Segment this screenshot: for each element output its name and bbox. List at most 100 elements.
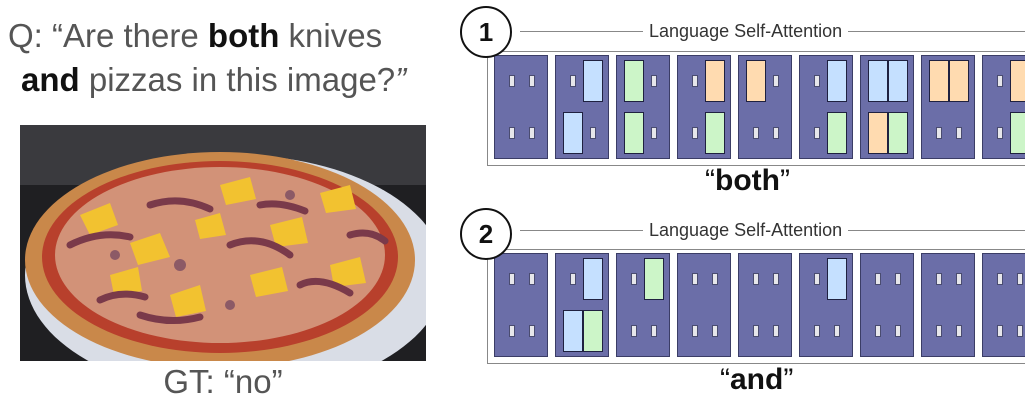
question-text: Q: “Are there both knives and pizzas in …: [8, 14, 448, 102]
token-marker: [590, 127, 596, 139]
pizza-illustration: [20, 125, 426, 361]
attention-head-2: [555, 55, 609, 159]
step-2-badge: 2: [460, 208, 512, 260]
attention-head-4: [677, 253, 731, 357]
attention-head-6: [799, 55, 853, 159]
token-marker: [956, 273, 962, 285]
attention-head-9: [982, 253, 1025, 357]
attention-green-block: [624, 112, 644, 154]
attention-green-block: [624, 60, 644, 102]
attention-orange-block: [949, 60, 969, 102]
attention-blue-block: [868, 60, 888, 102]
token-marker: [895, 325, 901, 337]
token-marker: [895, 273, 901, 285]
token-marker: [509, 325, 515, 337]
ground-truth-label: GT: “no”: [163, 363, 283, 400]
attention-orange-block: [1010, 60, 1025, 102]
attention-head-7: [860, 55, 914, 159]
attention-blue-block: [888, 60, 908, 102]
token-marker: [692, 127, 698, 139]
question-line-1: Q: “Are there both knives: [8, 17, 383, 54]
attention-green-block: [1010, 112, 1025, 154]
token-marker: [773, 75, 779, 87]
token-marker: [712, 273, 718, 285]
token-marker: [692, 75, 698, 87]
token-marker: [651, 127, 657, 139]
question-line-2: and pizzas in this image?”: [21, 61, 407, 98]
pizza-image: [20, 125, 426, 361]
token-marker: [529, 273, 535, 285]
token-marker: [834, 325, 840, 337]
attention-blue-block: [563, 112, 583, 154]
token-marker: [509, 75, 515, 87]
step-1-badge: 1: [460, 6, 512, 58]
attention-head-5: [738, 253, 792, 357]
attention-orange-block: [705, 60, 725, 102]
token-marker: [773, 273, 779, 285]
token-marker: [692, 273, 698, 285]
attention-head-4: [677, 55, 731, 159]
attention-blue-block: [583, 60, 603, 102]
token-marker: [1017, 325, 1023, 337]
attention-blue-block: [827, 258, 847, 300]
token-marker: [570, 75, 576, 87]
token-marker: [529, 75, 535, 87]
attention-blue-block: [563, 310, 583, 352]
attention-blue-block: [583, 258, 603, 300]
token-marker: [651, 325, 657, 337]
attention-head-1: [494, 253, 548, 357]
attention-head-7: [860, 253, 914, 357]
token-marker: [956, 325, 962, 337]
token-marker: [956, 127, 962, 139]
token-marker: [875, 273, 881, 285]
token-marker: [936, 325, 942, 337]
token-marker: [875, 325, 881, 337]
attention-head-8: [921, 253, 975, 357]
token-marker: [814, 273, 820, 285]
token-marker: [529, 127, 535, 139]
panel-2-title: Language Self-Attention: [643, 220, 849, 240]
attention-head-2: [555, 253, 609, 357]
token-marker: [753, 273, 759, 285]
token-marker: [814, 325, 820, 337]
token-marker: [509, 273, 515, 285]
attention-green-block: [705, 112, 725, 154]
token-marker: [997, 127, 1003, 139]
attention-head-3: [616, 253, 670, 357]
token-marker: [997, 75, 1003, 87]
panel-1-attention-strip: [487, 51, 1025, 166]
token-marker: [651, 75, 657, 87]
token-marker: [997, 273, 1003, 285]
attention-orange-block: [929, 60, 949, 102]
attention-blue-block: [827, 60, 847, 102]
token-marker: [936, 273, 942, 285]
token-marker: [936, 127, 942, 139]
attention-head-3: [616, 55, 670, 159]
token-marker: [814, 75, 820, 87]
token-marker: [814, 127, 820, 139]
panel-2-attention-strip: [487, 249, 1025, 364]
attention-head-1: [494, 55, 548, 159]
token-marker: [631, 273, 637, 285]
attention-head-8: [921, 55, 975, 159]
token-marker: [631, 325, 637, 337]
token-marker: [753, 127, 759, 139]
attention-green-block: [583, 310, 603, 352]
token-marker: [753, 325, 759, 337]
attention-green-block: [644, 258, 664, 300]
attention-orange-block: [746, 60, 766, 102]
attention-head-6: [799, 253, 853, 357]
attention-green-block: [827, 112, 847, 154]
token-marker: [692, 325, 698, 337]
panel-1-title: Language Self-Attention: [643, 21, 849, 41]
attention-orange-block: [868, 112, 888, 154]
token-marker: [509, 127, 515, 139]
token-marker: [570, 273, 576, 285]
attention-head-5: [738, 55, 792, 159]
panel-2-word: “and”: [720, 363, 794, 396]
token-marker: [1017, 273, 1023, 285]
attention-head-9: [982, 55, 1025, 159]
token-marker: [773, 127, 779, 139]
token-marker: [529, 325, 535, 337]
attention-green-block: [888, 112, 908, 154]
